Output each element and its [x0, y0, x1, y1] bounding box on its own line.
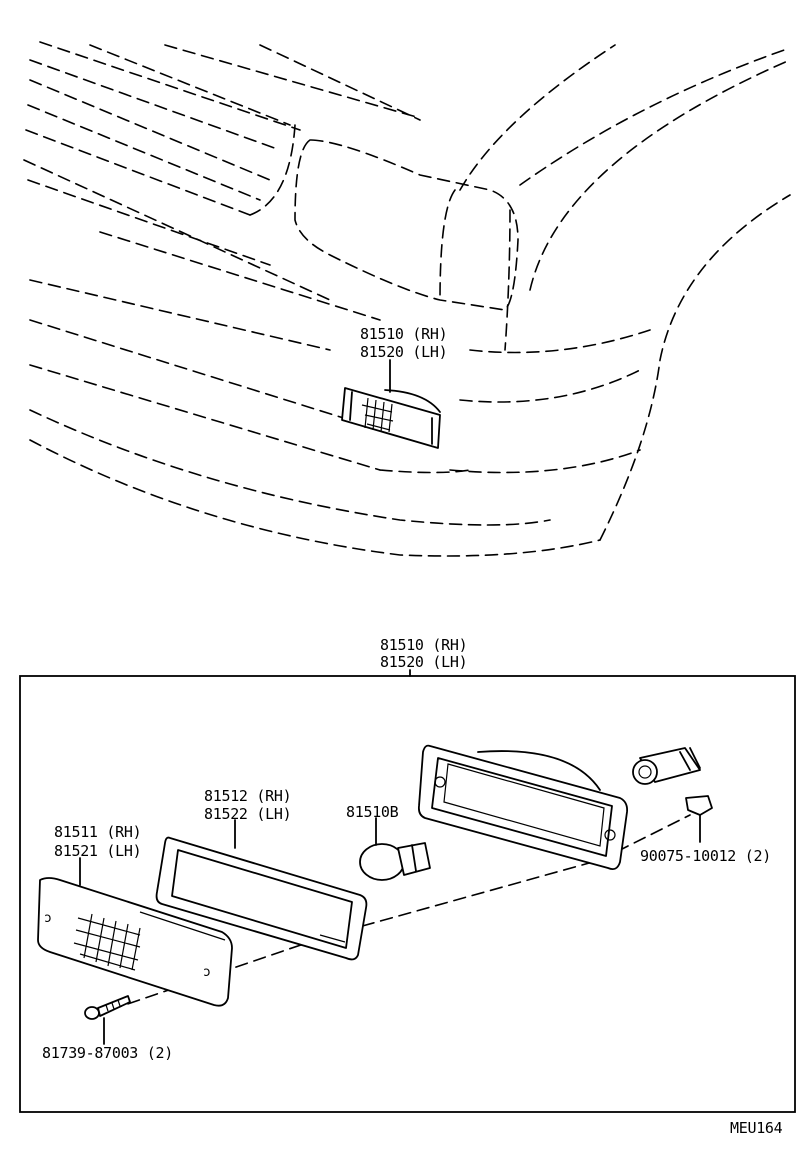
gasket-part — [155, 819, 368, 961]
nut-part — [685, 795, 713, 843]
gasket-label-line2: 81522 (LH) — [204, 805, 291, 823]
exploded-view-frame — [19, 675, 796, 1113]
top-callout-line1: 81510 (RH) — [360, 325, 447, 343]
box-callout-line2: 81520 (LH) — [380, 653, 467, 671]
top-callout-line2: 81520 (LH) — [360, 343, 447, 361]
housing-part — [417, 744, 629, 871]
box-callout-line1: 81510 (RH) — [380, 636, 467, 654]
socket-part — [632, 747, 701, 785]
lens-label-line1: 81511 (RH) — [54, 823, 141, 841]
diagram-code: MEU164 — [730, 1119, 783, 1137]
vehicle-body-outline — [23, 41, 791, 557]
screw-part — [84, 995, 131, 1045]
gasket-label-line1: 81512 (RH) — [204, 787, 291, 805]
screw-label: 81739-87003 (2) — [42, 1044, 173, 1062]
lens-part: ɔ ɔ — [37, 857, 233, 1007]
bulb-part — [359, 817, 431, 881]
nut-label: 90075-10012 (2) — [640, 847, 771, 865]
installed-lamp-illustration — [341, 359, 441, 449]
lens-label-line2: 81521 (LH) — [54, 842, 141, 860]
bulb-label: 81510B — [346, 803, 399, 821]
svg-text:ɔ: ɔ — [203, 965, 211, 980]
svg-text:ɔ: ɔ — [44, 911, 52, 926]
